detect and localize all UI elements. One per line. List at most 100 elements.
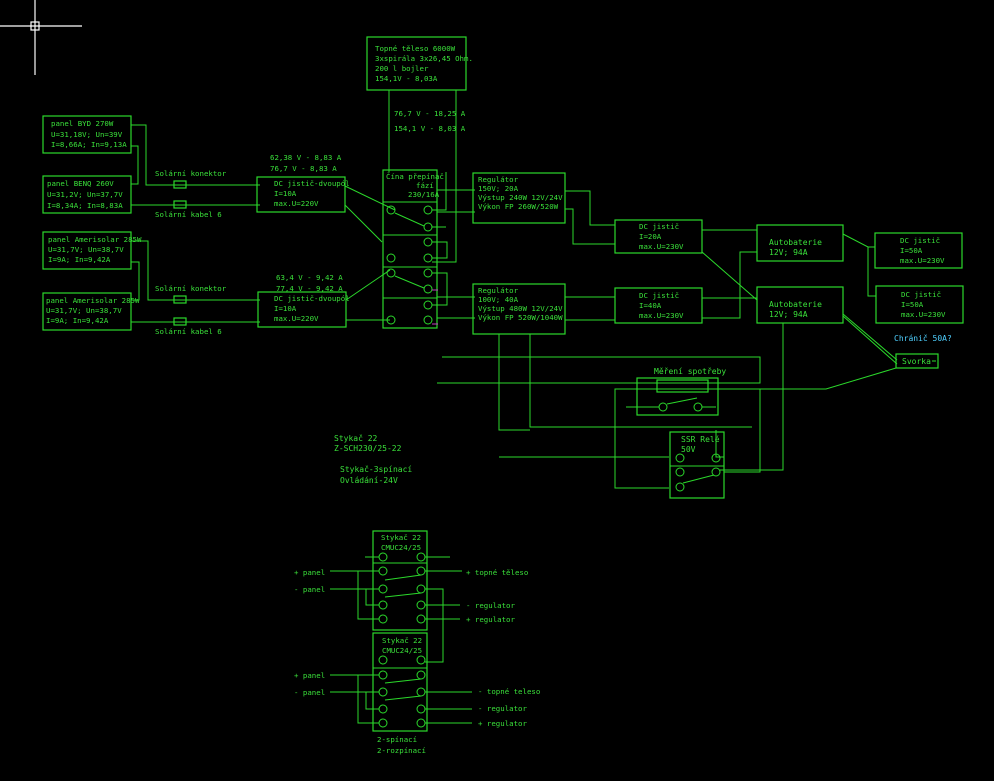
panel-benq[interactable]: panel BENQ 260V U=31,2V; Un=37,7V I=8,34… bbox=[42, 175, 132, 214]
panel-amerisolar-1[interactable]: panel Amerisolar 285W U=31,7V; Un=38,7V … bbox=[42, 231, 142, 270]
battery-value: 12V; 94A bbox=[769, 310, 808, 319]
dc-breaker-50a-1[interactable]: DC jistič I=50A max.U=230V bbox=[874, 232, 963, 269]
heater-box[interactable]: Topné těleso 6000W 3xspirála 3x26,45 Ohm… bbox=[366, 36, 473, 91]
cable-fuse bbox=[173, 200, 187, 209]
metering-label: Měření spotřeby bbox=[654, 367, 726, 376]
connector-label: Solární konektor bbox=[155, 169, 227, 178]
battery-1[interactable]: Autobaterie 12V; 94A bbox=[756, 224, 844, 262]
breaker-label: DC jistič bbox=[639, 291, 679, 300]
breaker-reading: 62,38 V - 8,83 A bbox=[270, 153, 342, 162]
crosshair-cursor bbox=[0, 0, 82, 75]
breaker-label: DC jistič-dvoupól bbox=[274, 179, 350, 188]
breaker-value: I=10A bbox=[274, 304, 297, 313]
note-line: Stykač 22 bbox=[334, 433, 378, 443]
breaker-value: I=50A bbox=[901, 300, 924, 309]
terminal-label: - panel bbox=[294, 688, 325, 697]
breaker-value: max.U=230V bbox=[900, 256, 945, 265]
panel-value: U=31,7V; Un=38,7V bbox=[46, 306, 122, 315]
breaker-value: max.U=220V bbox=[274, 314, 319, 323]
contactor-title: Stykač 22 bbox=[382, 636, 422, 645]
terminal-label: + topné těleso bbox=[466, 568, 528, 577]
breaker-label: DC jistič bbox=[901, 290, 941, 299]
panel-value: U=31,2V; Un=37,7V bbox=[47, 190, 123, 199]
breaker-value: max.U=220V bbox=[274, 199, 319, 208]
heater-reading: 76,7 V - 18,25 A bbox=[394, 109, 466, 118]
battery-label: Autobaterie bbox=[769, 300, 822, 309]
panel-label: panel Amerisolar 285W bbox=[46, 296, 140, 305]
breaker-value: max.U=230V bbox=[639, 311, 684, 320]
regulator-1[interactable]: Regulátor 150V; 20A Výstup 240W 12V/24V … bbox=[472, 172, 566, 224]
breaker-value: I=10A bbox=[274, 189, 297, 198]
phase-switch[interactable]: Čína přepínač fází 230/16A bbox=[382, 169, 444, 329]
breaker-value: max.U=230V bbox=[901, 310, 946, 319]
breaker-value: I=40A bbox=[639, 301, 662, 310]
regulator-value: Výstup 480W 12V/24V bbox=[478, 304, 563, 313]
metering-device[interactable] bbox=[636, 377, 719, 416]
regulator-label: Regulátor bbox=[478, 175, 519, 184]
switch-value: fází bbox=[416, 181, 434, 190]
breaker-label: DC jistič bbox=[900, 236, 940, 245]
contactor-note: Stykač 22 Z-SCH230/25-22 Stykač-3spínací… bbox=[334, 433, 412, 485]
note-line: Z-SCH230/25-22 bbox=[334, 444, 402, 453]
contactor-title: CMUC24/25 bbox=[382, 646, 422, 655]
panel-value: I=9A; In=9,42A bbox=[46, 316, 109, 325]
panel-label: panel BENQ 260V bbox=[47, 179, 114, 188]
terminal-label: - panel bbox=[294, 585, 325, 594]
panel-value: I=8,66A; In=9,13A bbox=[51, 140, 127, 149]
panel-amerisolar-2[interactable]: panel Amerisolar 285W U=31,7V; Un=38,7V … bbox=[42, 292, 140, 331]
regulator-value: Výkon FP 260W/520W bbox=[478, 202, 559, 211]
dc-breaker-40a[interactable]: DC jistič I=40A max.U=230V bbox=[614, 287, 703, 324]
cable-label: Solární kabel 6 bbox=[155, 210, 222, 219]
regulator-value: 150V; 20A bbox=[478, 184, 519, 193]
regulator-label: Regulátor bbox=[478, 286, 519, 295]
contactor-1[interactable]: Stykač 22 CMUC24/25 bbox=[372, 530, 428, 631]
breaker-reading: 76,7 V - 8,83 A bbox=[270, 164, 337, 173]
dc-breaker-50a-2[interactable]: DC jistič I=50A max.U=230V bbox=[875, 285, 964, 324]
battery-label: Autobaterie bbox=[769, 238, 822, 247]
regulator-value: Výstup 240W 12V/24V bbox=[478, 193, 563, 202]
connector-label: Solární konektor bbox=[155, 284, 227, 293]
ssr-label: SSR Relé bbox=[681, 434, 720, 444]
panel-value: I=8,34A; In=8,83A bbox=[47, 201, 123, 210]
panel-value: I=9A; In=9,42A bbox=[48, 255, 111, 264]
contactor-footer: 2-spínací bbox=[377, 735, 417, 744]
heater-line: 154,1V - 8,03A bbox=[375, 74, 438, 83]
regulator-2[interactable]: Regulátor 100V; 40A Výstup 480W 12V/24V … bbox=[472, 283, 566, 335]
terminal-label: - regulator bbox=[478, 704, 527, 713]
note-line: Stykač-3spínací bbox=[340, 464, 412, 474]
panel-byd[interactable]: panel BYD 270W U=31,18V; Un=39V I=8,66A;… bbox=[42, 115, 132, 154]
panel-value: U=31,18V; Un=39V bbox=[51, 130, 123, 139]
switch-value: 230/16A bbox=[408, 190, 440, 199]
cable-fuse bbox=[173, 317, 187, 326]
contactor-footer: 2-rozpínací bbox=[377, 746, 426, 755]
regulator-value: Výkon FP 520W/1040W bbox=[478, 313, 563, 322]
contactor-title: CMUC24/25 bbox=[381, 543, 421, 552]
heater-line: 3xspirála 3x26,45 Ohm. bbox=[375, 54, 473, 63]
dc-breaker-20a[interactable]: DC jistič I=20A max.U=230V bbox=[614, 219, 703, 254]
terminal-label: + panel bbox=[294, 568, 325, 577]
battery-2[interactable]: Autobaterie 12V; 94A bbox=[756, 286, 844, 324]
note-line: Ovládání-24V bbox=[340, 476, 398, 485]
ssr-value: 50V bbox=[681, 445, 696, 454]
ssr-relay[interactable]: SSR Relé 50V bbox=[669, 431, 725, 499]
connector-fuse bbox=[173, 180, 187, 189]
dc-breaker-dual-2[interactable]: DC jistič-dvoupól I=10A max.U=220V bbox=[257, 291, 350, 328]
terminal-svorka[interactable]: Svorka bbox=[895, 353, 939, 369]
breaker-label: DC jistič bbox=[639, 222, 679, 231]
breaker-reading: 63,4 V - 9,42 A bbox=[276, 273, 343, 282]
breaker-value: max.U=230V bbox=[639, 242, 684, 251]
contactor-2[interactable]: Stykač 22 CMUC24/25 bbox=[372, 632, 428, 732]
dc-breaker-dual-1[interactable]: DC jistič-dvoupól I=10A max.U=220V bbox=[256, 176, 350, 213]
regulator-value: 100V; 40A bbox=[478, 295, 519, 304]
panel-value: U=31,7V; Un=38,7V bbox=[48, 245, 124, 254]
terminal-label: + regulator bbox=[478, 719, 527, 728]
terminal-label: - topné teleso bbox=[478, 687, 540, 696]
battery-value: 12V; 94A bbox=[769, 248, 808, 257]
breaker-value: I=50A bbox=[900, 246, 923, 255]
terminal-label: - regulator bbox=[466, 601, 515, 610]
breaker-label: DC jistič-dvoupól bbox=[274, 294, 350, 303]
heater-line: 200 l bojler bbox=[375, 64, 429, 73]
contactor-title: Stykač 22 bbox=[381, 533, 421, 542]
heater-line: Topné těleso 6000W bbox=[375, 44, 456, 53]
